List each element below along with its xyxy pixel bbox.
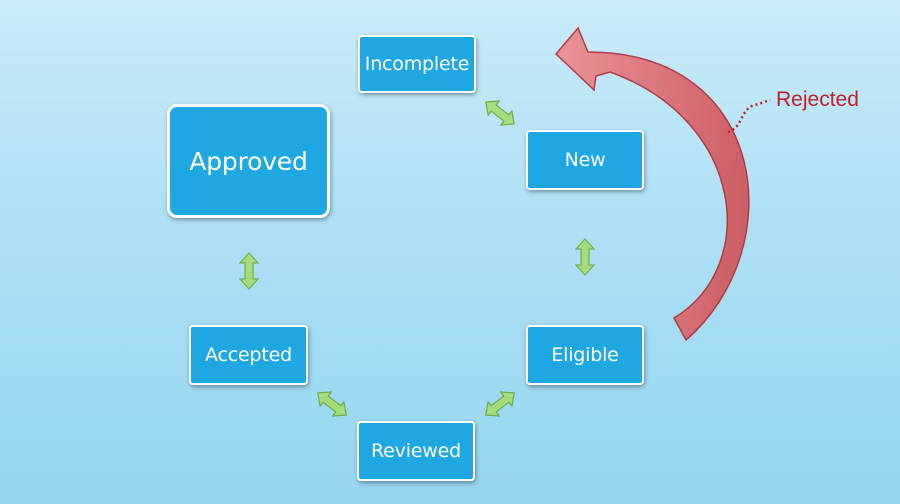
node-approved-label: Approved [189, 146, 308, 176]
node-incomplete: Incomplete [358, 35, 476, 93]
node-eligible: Eligible [526, 325, 644, 385]
node-reviewed: Reviewed [357, 421, 475, 481]
rejected-arrow [554, 26, 750, 342]
node-accepted: Accepted [189, 325, 308, 385]
connector-incomplete-new [485, 100, 515, 126]
node-accepted-label: Accepted [205, 344, 292, 366]
connector-new-eligible [574, 238, 596, 276]
node-new: New [526, 130, 644, 190]
rejected-leader-line [727, 98, 771, 134]
rejected-label: Rejected [776, 88, 859, 111]
node-new-label: New [564, 149, 606, 171]
connector-reviewed-accepted [317, 391, 347, 417]
connector-eligible-reviewed [485, 391, 515, 417]
node-reviewed-label: Reviewed [371, 440, 461, 462]
node-incomplete-label: Incomplete [364, 53, 470, 75]
node-eligible-label: Eligible [551, 344, 619, 366]
node-approved: Approved [167, 104, 330, 218]
connector-accepted-approved [238, 252, 260, 290]
